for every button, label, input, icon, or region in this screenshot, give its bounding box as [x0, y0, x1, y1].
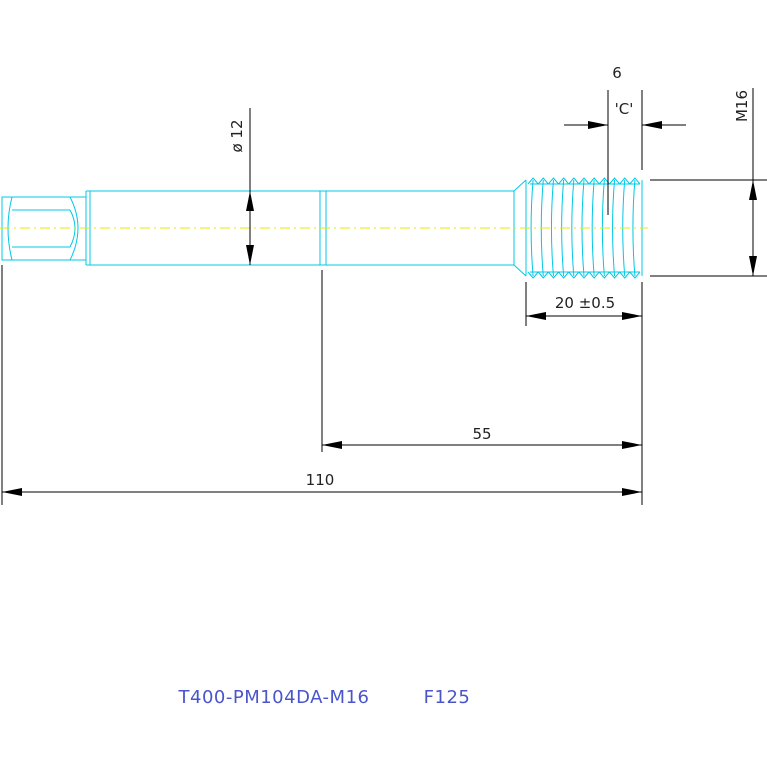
arrowheads — [2, 121, 757, 496]
thread-tooth-top — [629, 177, 641, 185]
thread-tooth-top — [547, 177, 559, 185]
thread-tooth-bottom — [537, 271, 549, 279]
thread-tooth-bottom — [588, 271, 600, 279]
thread-tooth-bottom — [609, 271, 621, 279]
thread-flank — [612, 179, 616, 277]
thread-flank — [571, 179, 575, 277]
part-code: F125 — [424, 687, 471, 708]
part-number: T400-PM104DA-M16 — [178, 687, 370, 708]
thread-tooth-top — [527, 177, 539, 185]
thread-tooth-top — [558, 177, 570, 185]
thread-tooth-bottom — [629, 271, 641, 279]
thread-tooth-top — [609, 177, 621, 185]
thread-size-label: M16 — [733, 90, 751, 122]
thread-tooth-top — [588, 177, 600, 185]
thread-tooth-bottom — [598, 271, 610, 279]
thread-tooth-bottom — [558, 271, 570, 279]
shank-length-label: 55 — [472, 425, 491, 443]
thread-flank — [530, 179, 534, 277]
thread-length-label: 20 ±0.5 — [555, 294, 615, 312]
thread-teeth — [527, 177, 641, 279]
thread-flank — [550, 179, 554, 277]
thread-tooth-bottom — [578, 271, 590, 279]
thread-pitch-label: 6 — [612, 64, 622, 82]
thread-tooth-bottom — [568, 271, 580, 279]
thread-tooth-bottom — [527, 271, 539, 279]
total-length-label: 110 — [306, 471, 335, 489]
dimension-lines — [1, 88, 767, 505]
thread-tooth-bottom — [619, 271, 631, 279]
diameter-label: ø 12 — [228, 119, 246, 152]
thread-flank — [632, 179, 636, 277]
thread-flank — [591, 179, 595, 277]
thread-tooth-top — [537, 177, 549, 185]
thread-tooth-bottom — [547, 271, 559, 279]
thread-tooth-top — [619, 177, 631, 185]
thread-tooth-top — [578, 177, 590, 185]
thread-tooth-top — [568, 177, 580, 185]
section-callout-label: 'C' — [615, 100, 634, 118]
